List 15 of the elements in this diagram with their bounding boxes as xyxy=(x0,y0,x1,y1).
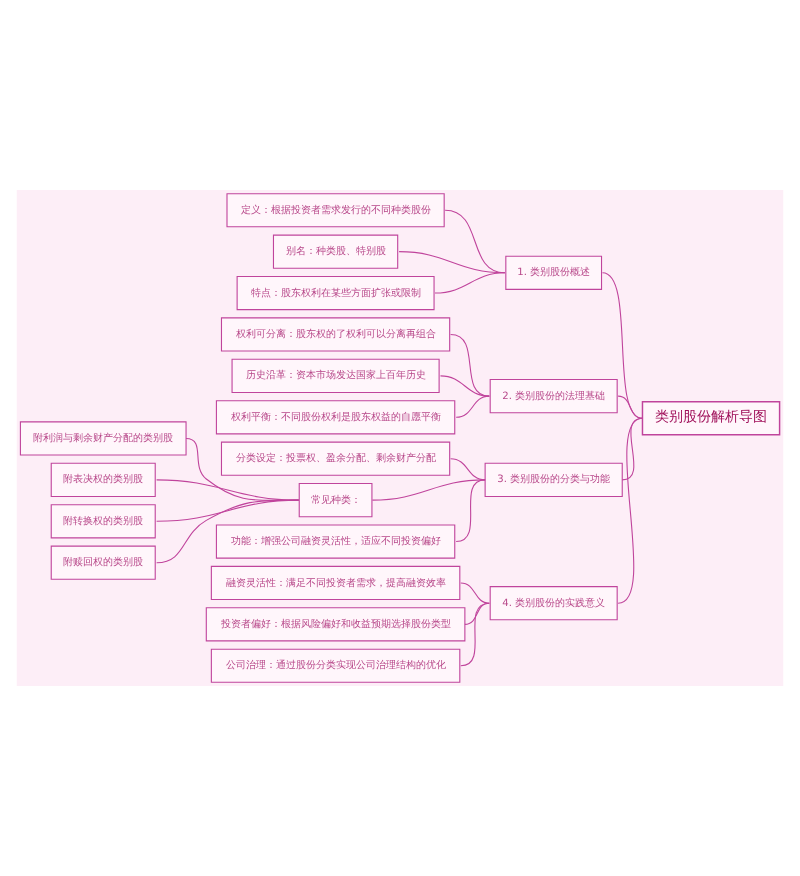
connector xyxy=(434,272,506,294)
connector xyxy=(371,479,486,501)
connector xyxy=(156,499,300,564)
connector xyxy=(621,417,644,481)
connector xyxy=(464,602,490,625)
connector xyxy=(450,333,490,397)
connector xyxy=(460,582,490,604)
connector xyxy=(439,375,490,397)
connector xyxy=(617,417,644,604)
connector xyxy=(450,458,486,481)
connector xyxy=(601,272,644,419)
connector xyxy=(455,479,486,543)
connector xyxy=(617,395,644,419)
connector xyxy=(460,602,490,667)
connector xyxy=(455,395,490,418)
